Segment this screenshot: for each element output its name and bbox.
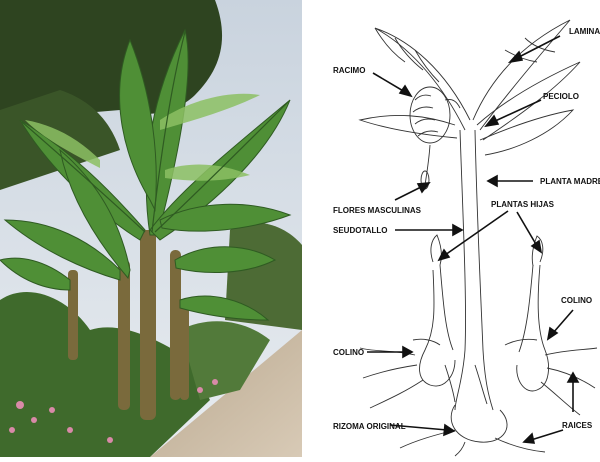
banana-plant-photo-drawing	[0, 0, 302, 457]
label-peciolo: PECIOLO	[543, 92, 579, 101]
label-planta-madre: PLANTA MADRE	[540, 177, 600, 186]
label-lamina: LAMINA	[569, 27, 600, 36]
label-colino-left: COLINO	[333, 348, 364, 357]
label-rizoma-original: RIZOMA ORIGINAL	[333, 422, 406, 431]
diagram-svg: LAMINA RACIMO PECIOLO PLANTA MADRE FLORE…	[333, 19, 600, 457]
label-racimo: RACIMO	[333, 66, 365, 75]
label-raices: RAICES	[562, 421, 593, 430]
pointer-arrows	[367, 35, 580, 444]
banana-plant-photo	[0, 0, 302, 457]
label-seudotallo: SEUDOTALLO	[333, 226, 388, 235]
label-plantas-hijas: PLANTAS HIJAS	[491, 200, 555, 209]
label-flores-masculinas: FLORES MASCULINAS	[333, 206, 422, 215]
banana-plant-diagram: LAMINA RACIMO PECIOLO PLANTA MADRE FLORE…	[305, 0, 600, 457]
plant-line-art	[358, 19, 598, 457]
label-colino-right: COLINO	[561, 296, 592, 305]
